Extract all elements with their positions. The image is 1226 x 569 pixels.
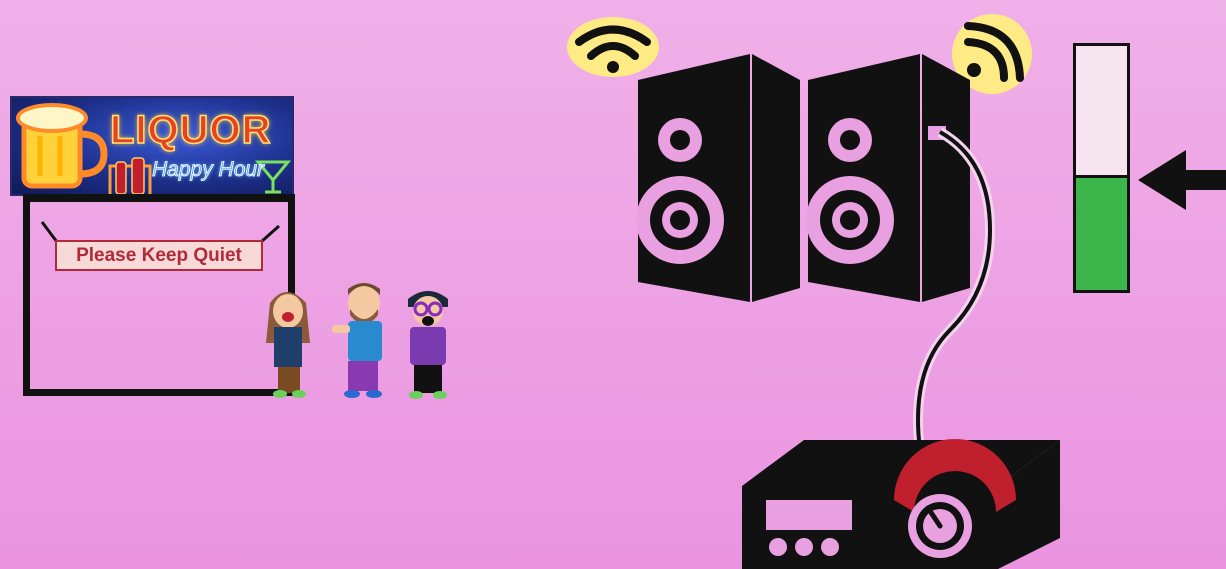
bearded-man-character bbox=[332, 283, 382, 398]
please-keep-quiet-sign: Please Keep Quiet bbox=[55, 240, 263, 271]
display-panel bbox=[766, 500, 852, 530]
volume-meter bbox=[1073, 43, 1130, 293]
audio-cable bbox=[880, 120, 1020, 460]
crowd-of-people bbox=[256, 283, 461, 405]
arrow-left-icon bbox=[1134, 146, 1226, 214]
angry-woman-character bbox=[266, 292, 310, 398]
shouting-man-character bbox=[408, 291, 448, 399]
volume-meter-fill bbox=[1076, 175, 1127, 290]
speaker-left-icon bbox=[636, 54, 800, 302]
stereo-amplifier[interactable] bbox=[738, 438, 1066, 569]
